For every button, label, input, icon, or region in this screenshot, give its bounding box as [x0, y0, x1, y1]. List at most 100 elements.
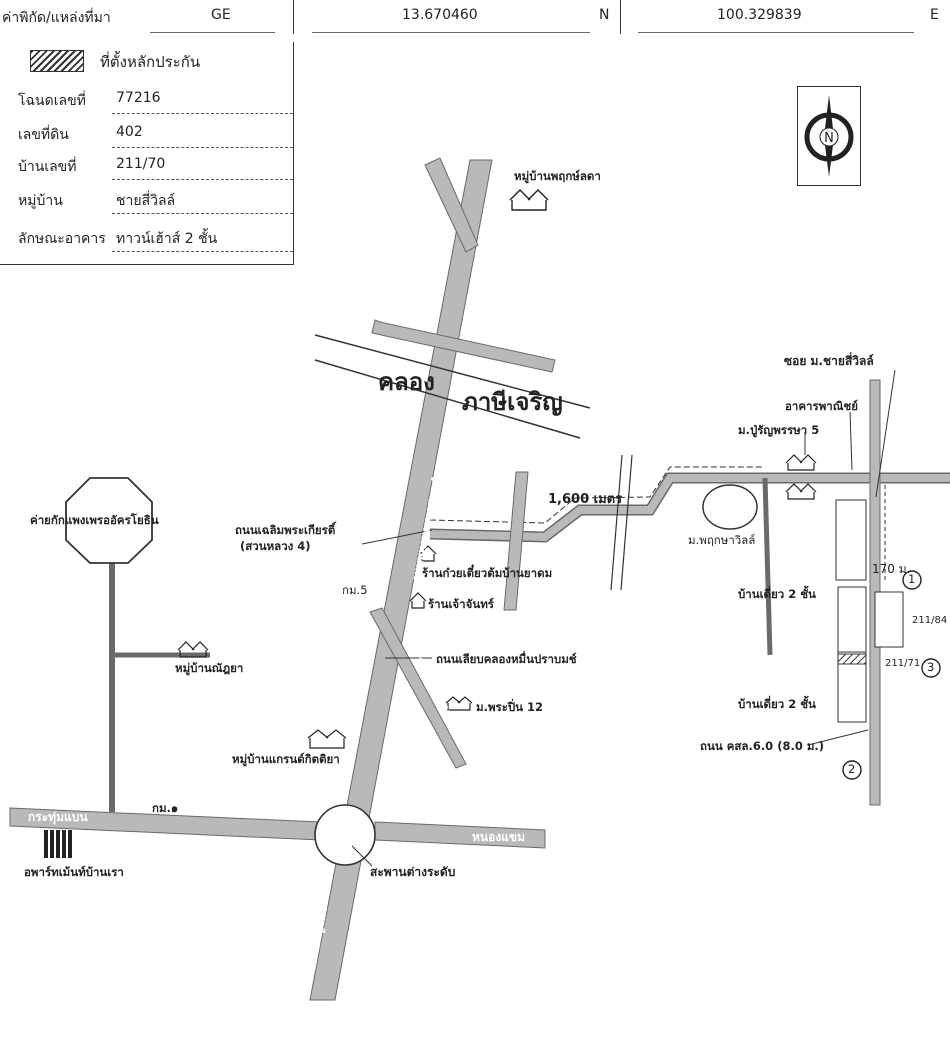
label-distance: 1,600 เมตร	[548, 492, 623, 507]
north-compass: N	[797, 86, 861, 186]
label-canal-road: ถนนเลียบคลองหมื่นปราบมช์	[436, 652, 577, 666]
coord-label: ค่าพิกัด/แหล่งที่มา	[2, 10, 111, 26]
info-label: หมู่บ้าน	[18, 193, 63, 209]
header-underline-2	[312, 32, 590, 33]
house-icon-pru5	[785, 454, 817, 471]
label-village-pru5: ม.ปู่รัญพรรษา 5	[738, 423, 820, 437]
label-211-71: 211/71	[885, 658, 921, 669]
label-soi: ซอย ม.ชายสี่วิลล์	[784, 354, 874, 368]
label-camp: ค่ายกักแพงเพรออัครโยธิน	[30, 513, 159, 527]
dash-line	[112, 251, 293, 252]
info-row-deed: โฉนดเลขที่ 77216	[0, 84, 293, 114]
latitude-dir: N	[599, 7, 610, 23]
house-icon-top	[509, 189, 549, 211]
info-value: 402	[116, 124, 143, 140]
info-row-house-no: บ้านเลขที่ 211/70	[0, 150, 293, 180]
leader-soi	[875, 369, 896, 498]
side-road-right	[762, 477, 773, 656]
dash-line	[112, 147, 293, 148]
property-info-box	[0, 42, 294, 265]
collateral-hatch-legend-icon	[30, 50, 84, 72]
leader-interchange	[351, 845, 373, 867]
compass-letter: N	[824, 131, 834, 146]
label-village-pruk: ม.พฤกษาวิลล์	[688, 533, 756, 547]
canal-road	[371, 319, 556, 373]
info-row-land-no: เลขที่ดิน 402	[0, 118, 293, 148]
coord-source: GE	[211, 7, 231, 23]
label-211-84: 211/84	[912, 615, 948, 626]
label-170: 170 ม.	[872, 562, 911, 576]
label-village-top: หมู่บ้านพฤกษ์ลดา	[514, 169, 601, 183]
info-label: ลักษณะอาคาร	[18, 231, 106, 247]
latitude-value: 13.670460	[402, 7, 478, 23]
apartment-icon	[44, 830, 72, 858]
header-divider-1	[293, 0, 294, 34]
label-village-nat: หมู่บ้านณัฎยา	[175, 661, 244, 675]
route-dashed	[429, 466, 765, 524]
camp-octagon	[65, 477, 153, 564]
marker-1-label: 1	[908, 572, 916, 586]
label-km1: กม.๑	[152, 801, 179, 815]
label-km5: กม.5	[342, 583, 368, 597]
house-icon-shop	[409, 592, 427, 609]
branch-road-top	[424, 157, 479, 253]
marker-2-label: 2	[848, 762, 856, 776]
label-house1: บ้านเดี่ยว 2 ชั้น	[738, 587, 816, 601]
building-block-top	[835, 499, 867, 581]
label-road-phet: ถนนเฉลิมพระเกียรติ์	[235, 523, 336, 537]
label-apartment: อพาร์ทเม้นท์บ้านเรา	[24, 865, 124, 879]
house-icon-pru5b	[785, 483, 817, 500]
house-icon-noodle	[419, 545, 437, 562]
header-underline-1	[150, 32, 275, 33]
marker-2	[842, 760, 862, 780]
label-commercial: อาคารพาณิชย์	[785, 399, 858, 413]
label-village-grand: หมู่บ้านแกรนด์กิตติยา	[232, 752, 340, 766]
longitude-value: 100.329839	[717, 7, 802, 23]
label-road-rs: ถนน คสล.6.0 (8.0 ม.)	[700, 739, 825, 753]
canal-label-right: ภาษีเจริญ	[462, 388, 563, 416]
interchange-circle	[314, 804, 376, 866]
canal-label-left: คลอง	[378, 368, 435, 396]
cross-road-2a	[610, 454, 623, 591]
leader-phet	[361, 529, 433, 545]
cross-road-2b	[620, 454, 633, 591]
info-value: 211/70	[116, 156, 166, 172]
header-underline-3	[638, 32, 914, 33]
marker-1	[902, 570, 922, 590]
canal-line-1	[314, 334, 591, 409]
label-house2: บ้านเดี่ยว 2 ชั้น	[738, 697, 816, 711]
info-row-village: หมู่บ้าน ชายสี่วิลล์	[0, 184, 293, 214]
dash-line	[112, 179, 293, 180]
info-value: ทาวน์เฮ้าส์ 2 ชั้น	[116, 231, 218, 247]
legend-label: ที่ตั้งหลักประกัน	[100, 53, 201, 71]
pond	[702, 484, 758, 530]
house-icon-pra12	[445, 696, 473, 711]
coordinate-header: ค่าพิกัด/แหล่งที่มา GE 13.670460 N 100.3…	[0, 0, 950, 42]
collateral-plot	[837, 653, 867, 665]
label-interchange: สะพานต่างระดับ	[370, 865, 456, 879]
canal-side-road	[369, 607, 467, 769]
building-block-211-84	[874, 591, 904, 648]
info-value: ชายสี่วิลล์	[116, 193, 176, 209]
leader-road-rs	[807, 729, 869, 746]
label-nongkhaem: หนองแขม	[472, 830, 526, 844]
marker-3	[921, 658, 941, 678]
label-noodle: ร้านก๋วยเตี๋ยวต้มบ้านยาดม	[422, 566, 553, 580]
house-icon-nat	[177, 641, 209, 658]
info-row-building: ลักษณะอาคาร ทาวน์เฮ้าส์ 2 ชั้น	[0, 222, 293, 252]
dash-line	[112, 113, 293, 114]
leader-commercial	[849, 411, 853, 471]
info-label: โฉนดเลขที่	[18, 93, 86, 109]
info-label: เลขที่ดิน	[18, 127, 69, 143]
label-shop: ร้านเจ้าจันทร์	[428, 597, 494, 611]
house-icon-grand	[307, 729, 347, 749]
label-road-phet-sub: (สวนหลวง 4)	[240, 539, 311, 553]
label-krathum: กระทุ่มแบน	[28, 810, 88, 824]
canal-line-2	[314, 359, 581, 439]
longitude-dir: E	[930, 7, 939, 23]
cross-road-1	[503, 471, 529, 611]
info-label: บ้านเลขที่	[18, 159, 77, 175]
header-divider-2	[620, 0, 621, 34]
label-village-pra12: ม.พระปิ่น 12	[476, 700, 544, 714]
